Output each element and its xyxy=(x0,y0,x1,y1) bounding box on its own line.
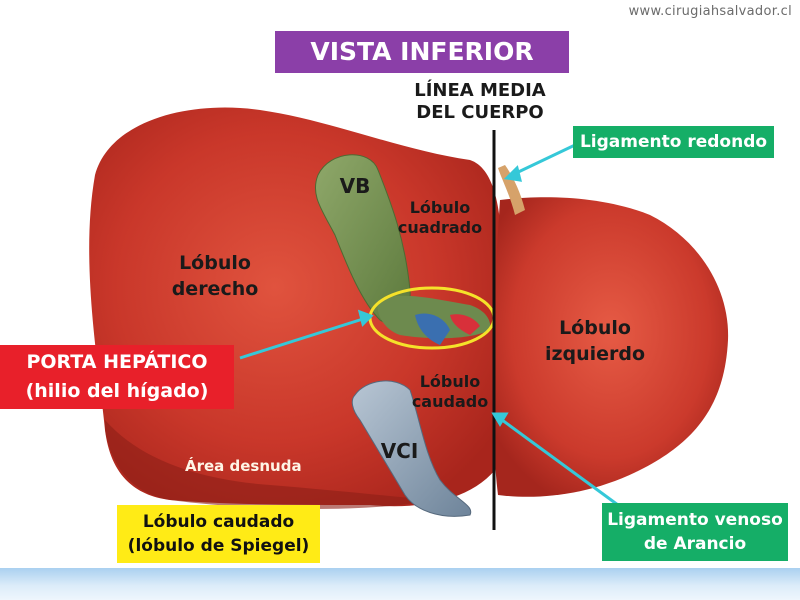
midline-label-line2: DEL CUERPO xyxy=(416,102,544,123)
midline-label: LÍNEA MEDIA DEL CUERPO xyxy=(395,80,565,124)
label-lobulo-derecho-line2: derecho xyxy=(171,278,259,300)
left-lobe-shape xyxy=(492,197,729,497)
lower-shadow xyxy=(105,420,430,509)
callout-ligamento-venoso-line2: de Arancio xyxy=(643,534,747,554)
vci-shape xyxy=(351,380,472,517)
label-lobulo-caudado-line1: Lóbulo xyxy=(419,372,481,391)
footer-bar xyxy=(0,568,800,600)
page-title: VISTA INFERIOR xyxy=(275,31,569,73)
callout-lobulo-spiegel-line2: (lóbulo de Spiegel) xyxy=(127,536,310,556)
label-lobulo-caudado-line2: caudado xyxy=(411,392,489,411)
label-lobulo-cuadrado-line2: cuadrado xyxy=(397,218,483,237)
label-vci: VCI xyxy=(380,439,419,463)
pointer-lines xyxy=(239,143,619,507)
website-url: www.cirugiahsalvador.cl xyxy=(628,4,792,19)
label-lobulo-cuadrado: Lóbulo cuadrado xyxy=(395,198,485,238)
label-vb: VB xyxy=(339,174,371,198)
label-lobulo-izquierdo-line1: Lóbulo xyxy=(559,317,631,339)
callout-lobulo-spiegel-line1: Lóbulo caudado xyxy=(142,512,295,532)
hilum-vessels xyxy=(377,295,491,345)
callout-ligamento-venoso-line1: Ligamento venoso xyxy=(607,510,783,530)
callout-porta-hepatico-line1: PORTA HEPÁTICO xyxy=(26,351,208,373)
label-lobulo-derecho: Lóbulo derecho xyxy=(160,250,270,302)
callout-porta-hepatico: PORTA HEPÁTICO (hilio del hígado) xyxy=(0,345,234,409)
label-lobulo-izquierdo-line2: izquierdo xyxy=(544,343,646,365)
label-lobulo-cuadrado-line1: Lóbulo xyxy=(409,198,471,217)
label-area-desnuda: Área desnuda xyxy=(185,457,302,475)
callout-porta-hepatico-line2: (hilio del hígado) xyxy=(25,380,209,402)
label-lobulo-derecho-line1: Lóbulo xyxy=(179,252,251,274)
midline-label-line1: LÍNEA MEDIA xyxy=(414,80,546,101)
callout-lobulo-spiegel: Lóbulo caudado (lóbulo de Spiegel) xyxy=(117,505,320,563)
round-ligament-shape xyxy=(498,165,525,215)
label-lobulo-izquierdo: Lóbulo izquierdo xyxy=(540,315,650,367)
label-lobulo-caudado: Lóbulo caudado xyxy=(405,372,495,412)
callout-ligamento-venoso: Ligamento venoso de Arancio xyxy=(602,503,788,561)
callout-ligamento-redondo: Ligamento redondo xyxy=(573,126,774,158)
